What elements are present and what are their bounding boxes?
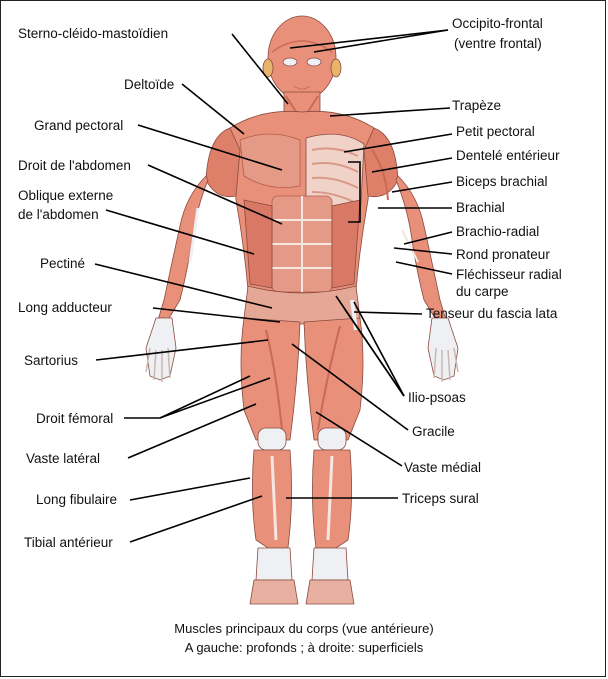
label-trapeze: Trapèze	[452, 98, 501, 113]
right-arm	[396, 176, 446, 320]
label-oblique-line1: Oblique externe	[18, 188, 113, 203]
label-long-fibulaire: Long fibulaire	[36, 492, 117, 507]
label-tibial-anterieur: Tibial antérieur	[24, 535, 113, 550]
label-biceps: Biceps brachial	[456, 174, 548, 189]
label-deltoide: Deltoïde	[124, 77, 174, 92]
label-sartorius: Sartorius	[24, 353, 78, 368]
left-arm	[158, 176, 208, 320]
right-knee	[318, 428, 346, 450]
right-thigh	[304, 318, 363, 440]
label-grand-pectoral: Grand pectoral	[34, 118, 123, 133]
label-droit-abdomen: Droit de l'abdomen	[18, 158, 131, 173]
label-sterno: Sterno-cléido-mastoïdien	[18, 26, 168, 41]
right-foot	[306, 580, 354, 604]
label-flechisseur-line2: du carpe	[456, 284, 509, 299]
leader-long-fibulaire	[130, 478, 250, 500]
left-knee	[258, 428, 286, 450]
label-petit-pectoral: Petit pectoral	[456, 124, 535, 139]
left-thigh	[241, 318, 300, 440]
label-brachio-radial: Brachio-radial	[456, 224, 539, 239]
left-labels: Sterno-cléido-mastoïdien Deltoïde Grand …	[18, 26, 174, 550]
label-gracile: Gracile	[412, 424, 455, 439]
left-foot	[250, 580, 298, 604]
caption-line1: Muscles principaux du corps (vue antérie…	[174, 621, 433, 636]
right-deltoid	[364, 128, 398, 197]
leader-occipito-2	[314, 30, 448, 52]
label-pectine: Pectiné	[40, 256, 85, 271]
leader-trapeze	[330, 108, 450, 116]
body-illustration	[146, 16, 458, 604]
leader-deltoide	[182, 84, 244, 134]
label-brachial: Brachial	[456, 200, 505, 215]
label-dentele: Dentelé entérieur	[456, 148, 560, 163]
label-vaste-medial: Vaste médial	[404, 460, 481, 475]
label-rond-pronateur: Rond pronateur	[456, 247, 550, 262]
label-tenseur: Tenseur du fascia lata	[426, 306, 558, 321]
leader-tibial	[130, 496, 262, 542]
leader-tenseur	[354, 312, 422, 314]
leader-vaste-lateral	[128, 404, 256, 458]
label-oblique-line2: de l'abdomen	[18, 207, 99, 222]
label-flechisseur-line1: Fléchisseur radial	[456, 267, 562, 282]
head	[268, 16, 336, 100]
label-triceps-sural: Triceps sural	[402, 491, 479, 506]
label-vaste-lateral: Vaste latéral	[26, 451, 100, 466]
label-ilio-psoas: Ilio-psoas	[408, 390, 466, 405]
label-occipito-line1: Occipito-frontal	[452, 16, 543, 31]
left-deltoid	[206, 128, 240, 197]
caption: Muscles principaux du corps (vue antérie…	[174, 621, 433, 655]
label-occipito-line2: (ventre frontal)	[454, 36, 542, 51]
label-droit-femoral: Droit fémoral	[36, 411, 113, 426]
label-long-adducteur: Long adducteur	[18, 300, 112, 315]
caption-line2: A gauche: profonds ; à droite: superfici…	[185, 640, 424, 655]
